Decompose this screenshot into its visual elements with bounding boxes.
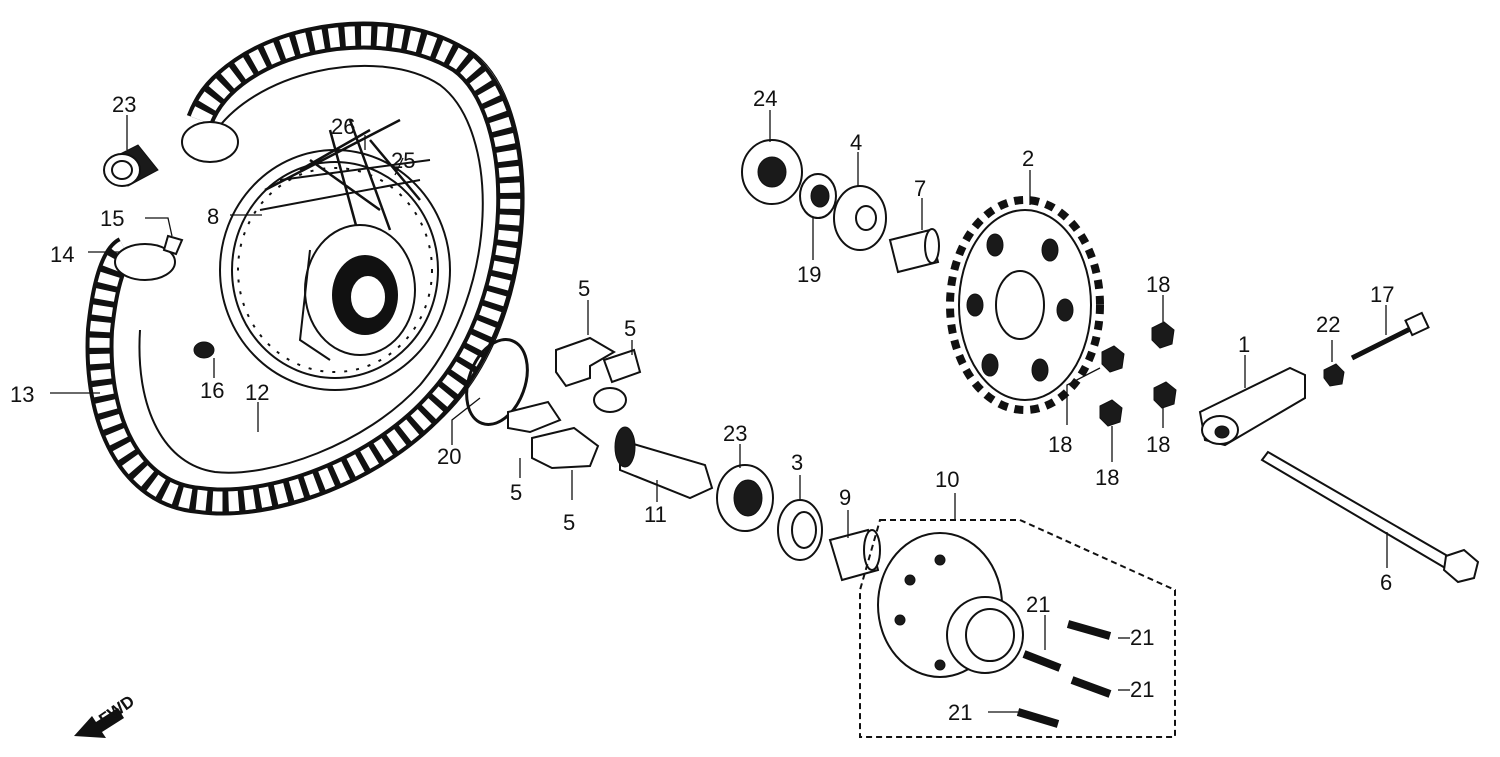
adjuster-bolt [1350, 311, 1430, 361]
callout-23: 23 [112, 92, 136, 117]
callout-5-bottom-right: 5 [563, 510, 575, 535]
callout-4: 4 [850, 130, 862, 155]
callout-14: 14 [50, 242, 74, 267]
bearing-23-left [103, 144, 159, 187]
callout-5-bottom-left: 5 [510, 480, 522, 505]
distance-collar-4 [833, 185, 887, 251]
callout-12: 12 [245, 380, 269, 405]
callout-17: 17 [1370, 282, 1394, 307]
rear-hub [298, 224, 416, 361]
rim-band-part [193, 341, 215, 359]
adjuster-nut [1323, 363, 1345, 387]
damper-rubbers [507, 336, 642, 470]
callout-1: 1 [1238, 332, 1250, 357]
leader-lines [50, 110, 1388, 713]
callout-8: 8 [207, 204, 219, 229]
callout-5-top-left: 5 [578, 276, 590, 301]
axle-collar [614, 426, 714, 500]
final-driven-flange [877, 532, 1024, 678]
callout-6: 6 [1380, 570, 1392, 595]
valve-cap [162, 234, 184, 256]
callout-9: 9 [839, 485, 851, 510]
chain-adjuster [1198, 366, 1306, 447]
rim-with-spokes [219, 118, 451, 391]
fwd-label: FWD [95, 692, 138, 730]
bearing-23-center [716, 464, 774, 532]
callout-18-right: 18 [1146, 432, 1170, 457]
callout-16: 16 [200, 378, 224, 403]
callout-11: 11 [644, 502, 667, 527]
sprocket-nuts [1099, 321, 1177, 427]
callout-20: 20 [437, 444, 461, 469]
distance-collar-7 [888, 228, 940, 274]
rear-tire [85, 21, 525, 516]
tire-cut-end-top [181, 121, 239, 163]
callout-24: 24 [753, 86, 777, 111]
bearing-24 [741, 139, 803, 205]
flange-studs [1016, 620, 1112, 728]
callout-10: 10 [935, 467, 959, 492]
callout-7: 7 [914, 176, 926, 201]
callout-26: 26 [331, 114, 355, 139]
driven-sprocket [946, 196, 1104, 414]
callout-5-top-right: 5 [624, 316, 636, 341]
callout-25: 25 [391, 148, 415, 173]
oil-seal-19 [799, 173, 837, 219]
callout-2: 2 [1022, 146, 1034, 171]
forward-direction-indicator: FWD [74, 692, 138, 738]
callout-18-bottom: 18 [1095, 465, 1119, 490]
callout-21-upper-right: 21 [1130, 625, 1154, 650]
callout-15: 15 [100, 206, 124, 231]
callout-18-left: 18 [1048, 432, 1072, 457]
callout-18-top: 18 [1146, 272, 1170, 297]
callout-21-lower-left: 21 [948, 700, 972, 725]
callout-13: 13 [10, 382, 34, 407]
tube-cut-end [114, 243, 176, 281]
callout-22: 22 [1316, 312, 1340, 337]
rear-axle [1260, 450, 1480, 584]
final-driven-flange-group [859, 519, 1176, 738]
distance-collar-9 [828, 528, 881, 582]
oil-seal [777, 499, 823, 561]
callout-3: 3 [791, 450, 803, 475]
o-ring [465, 338, 529, 426]
callout-23-center: 23 [723, 421, 747, 446]
callout-19: 19 [797, 262, 821, 287]
callout-21-upper-left: 21 [1026, 592, 1050, 617]
callout-21-lower-right: 21 [1130, 677, 1154, 702]
